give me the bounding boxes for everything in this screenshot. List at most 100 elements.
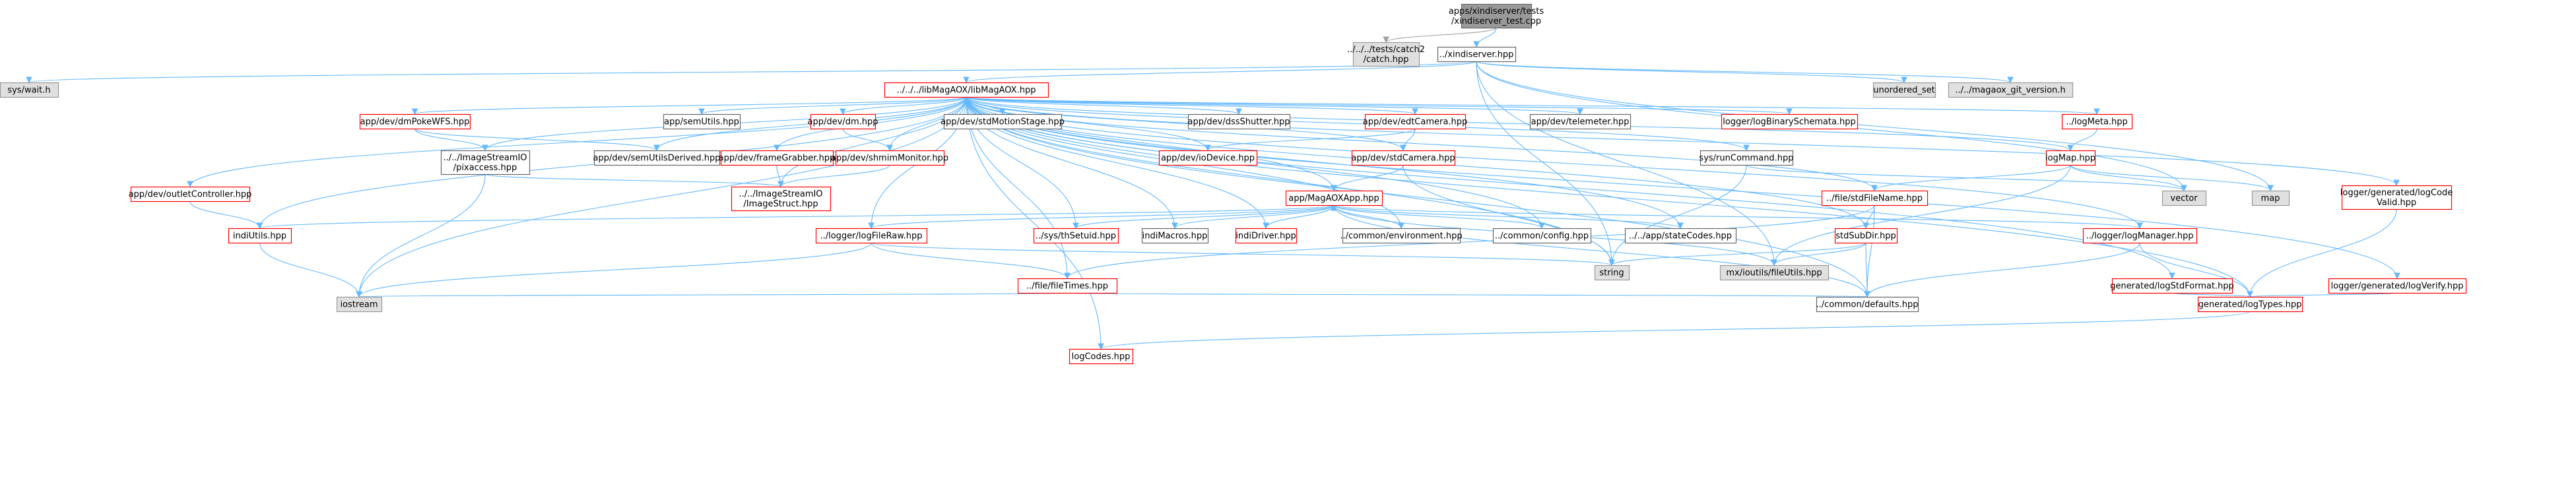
edge-magaoxapp-to-indiutils — [256, 204, 1335, 230]
edge-line — [1476, 61, 1905, 83]
node-statecodes[interactable]: ../../app/stateCodes.hpp — [1624, 228, 1737, 244]
node-stdsubdir[interactable]: stdSubDir.hpp — [1834, 228, 1898, 244]
node-unordered_set: unordered_set — [1872, 82, 1936, 98]
node-telemeter[interactable]: app/dev/telemeter.hpp — [1529, 113, 1632, 130]
edge-logmap-to-vector — [2070, 164, 2187, 192]
node-stdfilename[interactable]: ../file/stdFileName.hpp — [1821, 190, 1929, 206]
node-filetimes[interactable]: ../file/fileTimes.hpp — [1017, 278, 1118, 294]
node-defaults[interactable]: ../common/defaults.hpp — [1816, 296, 1919, 313]
node-label: indiDriver.hpp — [1236, 232, 1296, 241]
edge-arrowhead — [2267, 185, 2274, 192]
edge-xindiserver-to-libmagaox — [963, 61, 1477, 84]
edge-stdsubdir-to-string — [1608, 242, 1866, 266]
node-logtypes[interactable]: generated/logTypes.hpp — [2197, 296, 2303, 313]
node-box — [1948, 82, 2074, 98]
node-logmeta[interactable]: ../logMeta.hpp — [2061, 113, 2133, 130]
node-box — [1351, 150, 1456, 166]
node-xindiserver[interactable]: ../xindiserver.hpp — [1437, 46, 1517, 63]
node-label: app/dev/shmimMonitor.hpp — [831, 154, 948, 164]
node-libmagaox[interactable]: ../../../libMagAOX/libMagAOX.hpp — [884, 82, 1049, 98]
node-outletctrl[interactable]: app/dev/outletController.hpp — [129, 186, 252, 202]
node-indiutils[interactable]: indiUtils.hpp — [228, 228, 292, 244]
node-label: ../../app/stateCodes.hpp — [1629, 232, 1732, 241]
node-logfileraw[interactable]: ../logger/logFileRaw.hpp — [815, 228, 928, 244]
node-logmap[interactable]: logMap.hpp — [2045, 150, 2096, 166]
node-framegrabber[interactable]: app/dev/frameGrabber.hpp — [719, 150, 836, 166]
node-stdmotion[interactable]: app/dev/stdMotionStage.hpp — [941, 113, 1065, 130]
node-logcodes[interactable]: logCodes.hpp — [1069, 348, 1134, 365]
node-dssshutter[interactable]: app/dev/dssShutter.hpp — [1187, 113, 1291, 130]
node-runcommand[interactable]: sys/runCommand.hpp — [1699, 150, 1794, 166]
node-dmhpp[interactable]: app/dev/dm.hpp — [808, 113, 878, 130]
node-logstdformat[interactable]: generated/logStdFormat.hpp — [2110, 278, 2234, 294]
edge-arrowhead — [886, 144, 893, 152]
edge-arrowhead — [1205, 144, 1211, 152]
node-pixaccess[interactable]: ../../ImageStreamIO/pixaccess.hpp — [440, 150, 531, 175]
node-label: stdSubDir.hpp — [1835, 232, 1896, 241]
node-label: indiUtils.hpp — [233, 232, 286, 241]
edge-stdsubdir-to-fileutils — [1771, 242, 1866, 266]
edge-arrowhead — [1098, 343, 1104, 350]
edge-indidriver-to-magaoxapp — [1265, 204, 1337, 229]
node-magaoxapp[interactable]: app/MagAOXApp.hpp — [1285, 190, 1383, 206]
node-box — [1285, 190, 1383, 206]
node-box — [1721, 113, 1859, 130]
edge-line — [1773, 164, 2071, 266]
edge-stdcamera-to-string — [1403, 164, 1615, 266]
node-config[interactable]: ../common/config.hpp — [1492, 228, 1592, 244]
edge-arrowhead — [698, 108, 705, 115]
node-thsetuid[interactable]: ../sys/thSetuid.hpp — [1033, 228, 1119, 244]
edge-line — [871, 242, 1612, 266]
node-iodevice[interactable]: app/dev/ioDevice.hpp — [1158, 150, 1258, 166]
edge-arrowhead — [2169, 272, 2175, 280]
node-label: ../../../tests/catch2 — [1347, 45, 1425, 55]
node-shmimmonitor[interactable]: app/dev/shmimMonitor.hpp — [831, 150, 948, 166]
edge-arrowhead — [2007, 77, 2014, 84]
edge-magaoxapp-to-config — [1333, 204, 1545, 230]
node-dmpokewfs[interactable]: app/dev/dmPokeWFS.hpp — [359, 113, 471, 130]
edge-arrowhead — [256, 222, 263, 230]
edge-arrowhead — [1064, 272, 1071, 280]
edge-line — [1333, 204, 1402, 229]
edge-arrowhead — [2094, 108, 2100, 115]
edge-arrowhead — [1073, 222, 1079, 230]
edge-line — [966, 96, 1747, 151]
node-stdcamera[interactable]: app/dev/stdCamera.hpp — [1351, 150, 1456, 166]
node-logmanager[interactable]: ../logger/logManager.hpp — [2082, 228, 2198, 244]
edge-root-to-catch2 — [1383, 27, 1497, 44]
edge-logmap-to-map — [2070, 164, 2274, 192]
node-box — [1158, 150, 1258, 166]
node-label: ../common/environment.hpp — [1340, 232, 1462, 241]
node-environment[interactable]: ../common/environment.hpp — [1340, 228, 1463, 244]
node-indimacros[interactable]: indiMacros.hpp — [1141, 228, 1209, 244]
node-box — [1437, 46, 1517, 63]
node-box — [810, 113, 876, 130]
node-label: ../logger/logFileRaw.hpp — [820, 232, 922, 241]
node-map: map — [2251, 190, 2290, 206]
node-imagestruct[interactable]: ../../ImageStreamIO/ImageStruct.hpp — [731, 186, 832, 212]
edge-line — [871, 242, 1068, 279]
node-label: unordered_set — [1873, 86, 1934, 96]
edge-arrowhead — [411, 108, 418, 115]
edge-line — [2070, 164, 2271, 191]
edge-stdcamera-to-magaoxapp — [1331, 164, 1404, 192]
node-indidriver[interactable]: indiDriver.hpp — [1235, 228, 1298, 244]
edge-logfileraw-to-string — [871, 242, 1615, 266]
node-root[interactable]: apps/xindiserver/tests/xindiserver_test.… — [1449, 3, 1544, 29]
edge-line — [842, 96, 967, 115]
edge-line — [1174, 204, 1335, 229]
edge-line — [966, 96, 1868, 297]
node-box — [1187, 113, 1291, 130]
node-box — [1529, 113, 1632, 130]
node-semutils[interactable]: app/semUtils.hpp — [663, 113, 741, 130]
edge-line — [1067, 204, 1875, 279]
node-logverify[interactable]: logger/generated/logVerify.hpp — [2328, 278, 2467, 294]
node-box — [2197, 296, 2303, 313]
node-edtcamera[interactable]: app/dev/edtCamera.hpp — [1363, 113, 1467, 130]
node-logbinschem[interactable]: logger/logBinarySchemata.hpp — [1721, 113, 1859, 130]
edge-arrowhead — [482, 144, 488, 152]
edge-arrowhead — [1412, 108, 1418, 115]
node-semutilsder[interactable]: app/dev/semUtilsDerived.hpp — [593, 150, 721, 166]
node-box — [1834, 228, 1898, 244]
